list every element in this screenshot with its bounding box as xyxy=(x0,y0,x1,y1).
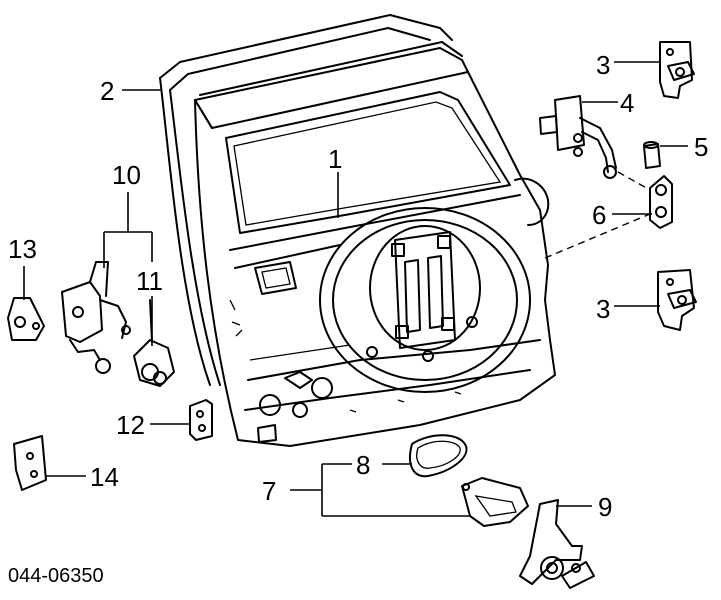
callout-9: 9 xyxy=(598,492,612,522)
callout-14: 14 xyxy=(90,462,119,492)
callout-11: 11 xyxy=(136,266,163,296)
callout-8: 8 xyxy=(356,450,370,480)
callout-2: 2 xyxy=(100,76,114,106)
callout-4: 4 xyxy=(620,88,634,118)
callout-13: 13 xyxy=(8,234,37,264)
catalog-number: 044-06350 xyxy=(8,565,104,587)
part-4-damper-stay xyxy=(539,95,617,179)
leader-7 xyxy=(290,463,470,517)
part-1-back-door-panel xyxy=(194,41,556,447)
callout-3-lower: 3 xyxy=(596,294,610,324)
part-11-lock-cylinder xyxy=(133,299,175,387)
part-5-pin xyxy=(643,141,661,169)
callout-3-upper: 3 xyxy=(596,50,610,80)
part-12-striker xyxy=(189,399,213,441)
leader-10 xyxy=(103,192,153,268)
part-8-handle-bezel xyxy=(409,434,468,478)
callout-6: 6 xyxy=(592,200,606,230)
callout-10: 10 xyxy=(112,160,141,190)
part-13-plate xyxy=(7,297,45,341)
part-2-weatherstrip xyxy=(159,14,453,386)
part-9-lock-control xyxy=(519,499,595,589)
part-3-hinge-lower xyxy=(657,269,697,331)
callout-12: 12 xyxy=(116,410,145,440)
dashed-line-6-to-4 xyxy=(617,171,651,191)
part-6-bracket xyxy=(649,175,673,229)
callout-7: 7 xyxy=(262,476,276,506)
part-3-hinge-upper xyxy=(659,41,695,99)
dashed-line-6-to-door xyxy=(544,213,651,259)
part-10-lock-assembly xyxy=(61,261,131,374)
part-7-inside-handle xyxy=(461,477,529,527)
part-14-stopper xyxy=(13,435,47,491)
callout-5: 5 xyxy=(694,132,708,162)
callout-1: 1 xyxy=(328,144,342,174)
